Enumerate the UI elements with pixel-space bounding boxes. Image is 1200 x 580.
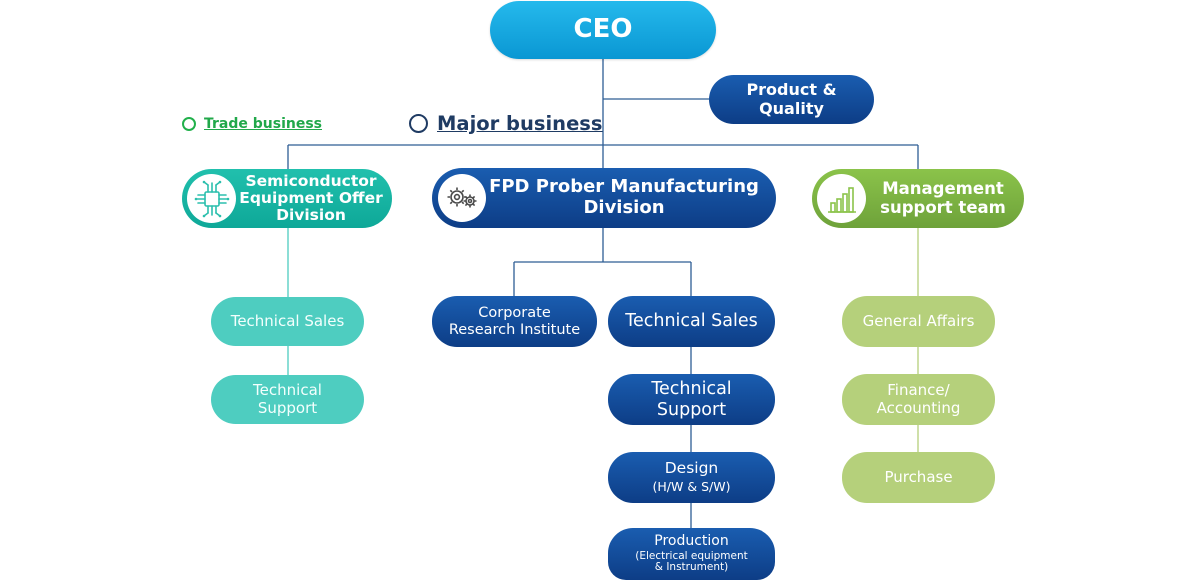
- finance-accounting-label: Finance/ Accounting: [876, 381, 961, 417]
- research-institute-node: Corporate Research Institute: [432, 296, 597, 347]
- product-quality-node: Product & Quality: [709, 75, 874, 124]
- research-institute-label: Corporate Research Institute: [448, 304, 581, 338]
- product-quality-label: Product & Quality: [746, 80, 837, 118]
- management-team-label: Management support team: [880, 178, 1006, 217]
- chip-icon: [187, 174, 236, 223]
- fpd-technical-support-label: Technical Support: [651, 379, 732, 420]
- fpd-design-label: Design: [664, 459, 719, 478]
- semiconductor-division-label: Semiconductor Equipment Offer Division: [239, 172, 383, 224]
- general-affairs-node: General Affairs: [842, 296, 995, 347]
- semi-technical-support-label: Technical Support: [253, 381, 322, 417]
- fpd-design-sub: (H/W & S/W): [652, 479, 731, 495]
- circle-icon: [182, 117, 196, 131]
- general-affairs-label: General Affairs: [862, 311, 975, 330]
- purchase-node: Purchase: [842, 452, 995, 503]
- fpd-technical-sales-label: Technical Sales: [625, 311, 758, 332]
- legend-trade-label: Trade business: [204, 116, 323, 132]
- ceo-node: CEO: [490, 1, 716, 59]
- fpd-production-label: Production: [654, 533, 729, 550]
- purchase-label: Purchase: [884, 467, 953, 486]
- fpd-division-label: FPD Prober Manufacturing Division: [489, 176, 759, 218]
- circle-icon: [409, 114, 428, 133]
- legend-trade: Trade business: [182, 116, 322, 132]
- semi-technical-sales-node: Technical Sales: [211, 297, 364, 346]
- fpd-design-node: Design (H/W & S/W): [608, 452, 775, 503]
- legend-major: Major business: [409, 112, 603, 135]
- semi-technical-sales-label: Technical Sales: [230, 311, 345, 330]
- fpd-technical-support-node: Technical Support: [608, 374, 775, 425]
- ceo-label: CEO: [573, 14, 633, 45]
- gears-icon: [438, 174, 486, 222]
- fpd-division-node: FPD Prober Manufacturing Division: [432, 168, 776, 228]
- fpd-production-sub: (Electrical equipment & Instrument): [635, 549, 748, 574]
- fpd-production-node: Production (Electrical equipment & Instr…: [608, 528, 775, 580]
- fpd-technical-sales-node: Technical Sales: [608, 296, 775, 347]
- finance-accounting-node: Finance/ Accounting: [842, 374, 995, 425]
- management-team-node: Management support team: [812, 169, 1024, 228]
- bar-chart-icon: [817, 174, 866, 223]
- legend-major-label: Major business: [437, 112, 603, 135]
- semi-technical-support-node: Technical Support: [211, 375, 364, 424]
- semiconductor-division-node: Semiconductor Equipment Offer Division: [182, 169, 392, 228]
